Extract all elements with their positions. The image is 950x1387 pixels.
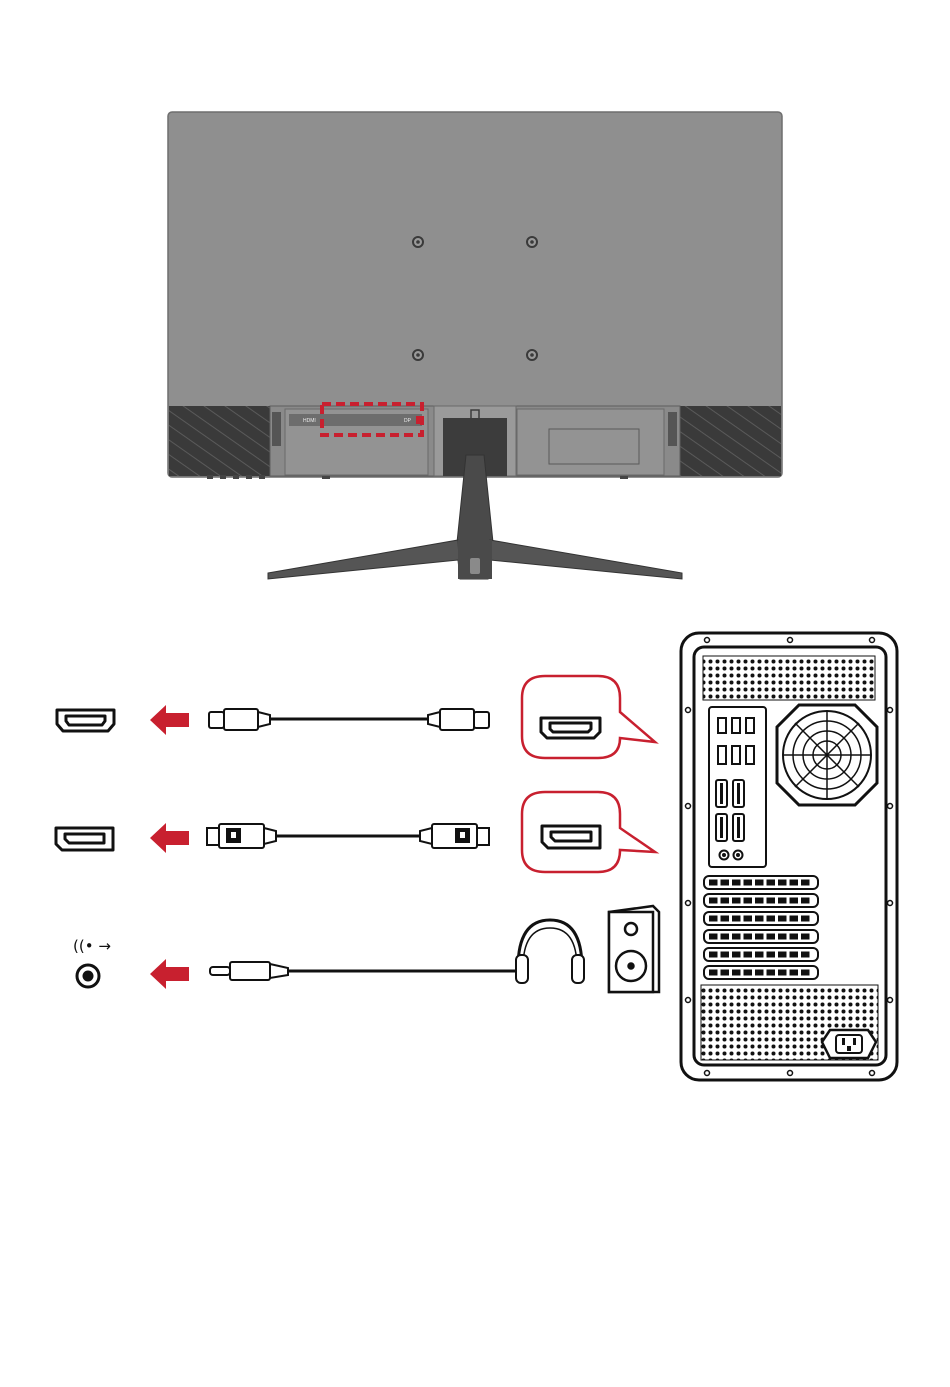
arrow-icon [150, 959, 189, 989]
displayport-cable [207, 824, 489, 848]
pc-hdmi-port-callout [522, 676, 655, 758]
power-socket-icon [822, 1030, 876, 1058]
pc-displayport-port [542, 826, 600, 848]
hdmi-port-icon [57, 710, 114, 731]
pc-tower [681, 633, 897, 1080]
pc-top-vent [703, 656, 875, 700]
pc-displayport-port-callout [522, 792, 655, 872]
vent-grille-left [169, 406, 271, 476]
displayport-port-icon [56, 828, 113, 850]
monitor-port-label-left: HDMI [303, 418, 316, 424]
audio-out-port-icon: ((• → [73, 937, 111, 987]
pc-hdmi-port [541, 718, 600, 738]
hdmi-cable [209, 709, 489, 730]
speaker-icon [609, 906, 659, 992]
vent-grille-right [679, 406, 781, 476]
audio-symbol: ((• → [73, 937, 111, 955]
pc-fan [777, 705, 877, 805]
monitor-port-label-right: DP [404, 418, 412, 424]
headphones-icon [516, 920, 584, 983]
arrow-icon [150, 705, 189, 735]
arrow-icon [150, 823, 189, 853]
monitor-back: HDMI DP [168, 112, 782, 579]
audio-cable [210, 962, 520, 980]
